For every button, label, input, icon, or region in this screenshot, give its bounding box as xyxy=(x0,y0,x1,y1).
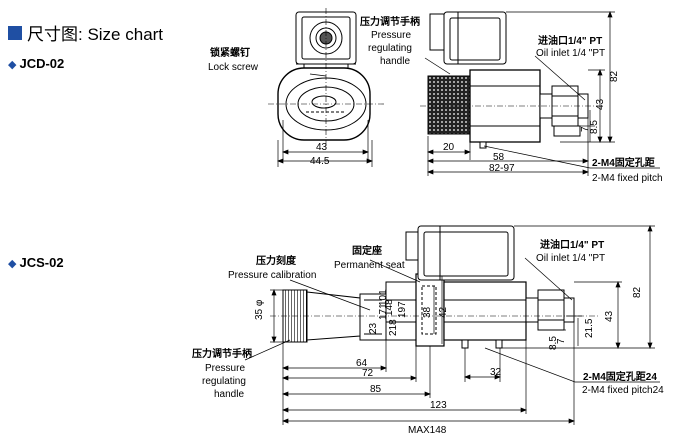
jcd-dim-20: 20 xyxy=(443,142,455,153)
jcs-scale-101: 101 xyxy=(378,289,389,306)
jcs-inlet-cn: 进油口1/4" PT xyxy=(540,238,604,251)
jcs-dim-max148: MAX148 xyxy=(408,425,447,435)
jcd-dim-8-5: 8.5 xyxy=(589,120,600,134)
jcs-dim-38: 38 xyxy=(422,306,433,318)
diamond-icon: ◆ xyxy=(8,258,17,270)
jcs-handle-en1: Pressure xyxy=(205,363,245,374)
jcs-dim-64: 64 xyxy=(356,358,368,369)
jcd-handle-cn: 压力调节手柄 xyxy=(360,15,420,28)
jcd-inlet-en: Oil inlet 1/4 "PT xyxy=(536,48,605,59)
jcs-dim-21-5: 21.5 xyxy=(584,318,595,338)
jcs-dim-43: 43 xyxy=(604,310,615,322)
jcd-side-dimensions xyxy=(427,11,660,176)
jcs-dim-8-5: 8.5 xyxy=(548,336,559,350)
jcd-side-view xyxy=(420,11,600,149)
jcs-dim-7: 7 xyxy=(556,338,567,344)
jcs-handle-cn: 压力调节手柄 xyxy=(192,347,252,360)
jcs-scale-171: 171 xyxy=(378,303,389,320)
jcd-dim-7: 7 xyxy=(580,126,591,132)
jcs-dim-85: 85 xyxy=(370,384,382,395)
jcs-pitch-en: 2-M4 fixed pitch24 xyxy=(582,385,664,396)
jcs-dim-42: 42 xyxy=(438,306,449,318)
jcs-dim-123: 123 xyxy=(430,400,447,411)
jcs-calib-en: Pressure calibration xyxy=(228,270,316,281)
jcs-pitch-cn: 2-M4固定孔距24 xyxy=(583,370,657,383)
jcd-dim-58: 58 xyxy=(493,152,505,163)
jcs-inlet-en: Oil inlet 1/4 "PT xyxy=(536,253,605,264)
jcd-dim-82: 82 xyxy=(609,70,620,82)
jcs-seat-cn: 固定座 xyxy=(352,244,382,257)
jcd-front-dimensions xyxy=(277,120,373,167)
jcs-handle-en2: regulating xyxy=(202,376,246,387)
jcd-dim-44-5: 44.5 xyxy=(310,156,330,167)
jcd-dim-82-97: 82-97 xyxy=(489,163,515,174)
jcd-lock-screw-en: Lock screw xyxy=(208,62,259,73)
jcd-dim-43v: 43 xyxy=(595,98,606,110)
jcd-handle-en3: handle xyxy=(380,56,410,67)
section-header: 尺寸图: Size chart xyxy=(8,20,163,45)
jcs-dim-35: 35 φ xyxy=(254,299,265,320)
jcs-scale-197: 197 xyxy=(397,301,408,318)
page-title: 尺寸图: Size chart xyxy=(27,25,164,44)
jcs-scale-148: 148 xyxy=(384,299,395,316)
jcd-front-view xyxy=(268,8,384,150)
jcs-side-view xyxy=(244,225,600,361)
jcd-handle-en1: Pressure xyxy=(371,30,411,41)
model-label-jcd: ◆JCD-02 xyxy=(8,56,65,71)
jcd-pitch-en: 2-M4 fixed pitch xyxy=(592,173,663,184)
jcd-dim-43: 43 xyxy=(316,142,328,153)
jcd-lock-screw-cn: 锁紧螺钉 xyxy=(210,46,250,59)
model-label-jcs: ◆JCS-02 xyxy=(8,255,64,270)
jcs-dim-72: 72 xyxy=(362,368,374,379)
jcs-dim-82: 82 xyxy=(632,286,643,298)
jcd-handle-en2: regulating xyxy=(368,43,412,54)
diamond-icon: ◆ xyxy=(8,59,17,71)
jcs-handle-en3: handle xyxy=(214,389,244,400)
jcs-dim-32: 32 xyxy=(490,367,502,378)
header-square-icon xyxy=(8,25,22,40)
jcs-seat-en: Permanent seat xyxy=(334,260,405,271)
jcs-dimensions xyxy=(270,225,660,425)
jcs-scale-23: 23 xyxy=(368,322,379,334)
jcd-inlet-cn: 进油口1/4" PT xyxy=(538,34,602,47)
jcs-scale-218: 218 xyxy=(388,319,399,336)
jcs-calib-cn: 压力刻度 xyxy=(256,254,297,267)
jcd-pitch-cn: 2-M4固定孔距 xyxy=(592,156,655,169)
